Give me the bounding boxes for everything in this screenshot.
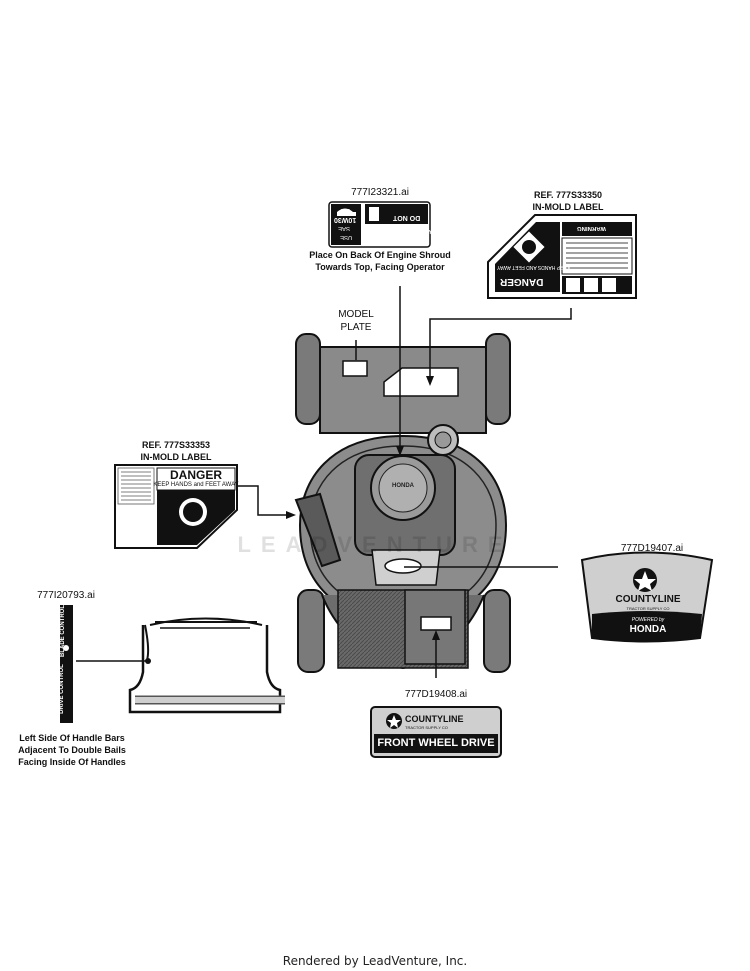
model-plate-spot <box>342 360 368 377</box>
front-wheel-drive-decal <box>370 706 502 758</box>
handle-decal-drive: DRIVE CONTROL <box>58 664 65 714</box>
engine-brand: HONDA <box>392 483 414 489</box>
handle-decal-blade: BLADE CONTROL <box>60 605 66 657</box>
decal-d19408-brand-sub: TRACTOR SUPPLY CO <box>405 725 448 730</box>
handle-note-line2: Adjacent To Double Bails <box>18 745 126 755</box>
right-label-spot <box>383 367 459 397</box>
watermark: LEADVENTURE <box>237 532 513 557</box>
engine-oil-decal <box>328 201 431 248</box>
front-decal-spot <box>384 558 422 574</box>
engine-decal-text3: USE <box>340 234 353 240</box>
engine-decal-text5: 10W30 <box>334 216 357 223</box>
handle-note-line1: Left Side Of Handle Bars <box>19 733 125 743</box>
decal-d19407-powered: POWERED by <box>631 617 665 623</box>
left-label-danger: DANGER <box>169 468 223 482</box>
side-deflector <box>294 492 342 568</box>
handle-bars <box>128 617 285 714</box>
fwd-decal-spot <box>420 616 452 631</box>
engine-decal-text4: SAE <box>338 225 351 231</box>
footer-credit: Rendered by LeadVenture, Inc. <box>282 954 468 968</box>
engine-decal-text6: OIL <box>341 207 351 213</box>
decal-d19408-drive: FRONT WHEEL DRIVE <box>377 737 495 749</box>
left-label-ref: REF. 777S33353 <box>141 440 211 450</box>
decal-d19407-brand: COUNTYLINE <box>615 594 681 605</box>
right-label-keep: KEEP HANDS AND FEET AWAY <box>497 264 570 270</box>
countyline-honda-decal <box>580 551 714 643</box>
right-label-sub: IN-MOLD LABEL <box>532 202 604 212</box>
decal-d19408-part: 777D19408.ai <box>404 689 468 700</box>
model-plate-line2: PLATE <box>340 322 372 333</box>
right-danger-label <box>487 214 637 299</box>
engine-decal-text1: TO AVOID ENGINE DAMAGE <box>373 228 441 234</box>
decal-d19407-part: 777D19407.ai <box>620 543 684 554</box>
engine-decal-desc-line2: Towards Top, Facing Operator <box>315 262 445 272</box>
right-label-ref: REF. 777S33350 <box>533 190 603 200</box>
left-label-keep: KEEP HANDS and FEET AWAY <box>153 482 239 488</box>
front-right-wheel <box>483 589 511 673</box>
handle-control-decal <box>60 605 73 723</box>
leader-lines <box>76 286 572 678</box>
decal-d19407-brand-sub: TRACTOR SUPPLY CO <box>626 606 670 611</box>
model-plate-line1: MODEL <box>338 309 374 320</box>
left-danger-label <box>114 464 238 549</box>
rear-right-wheel <box>485 333 511 425</box>
right-label-danger: DANGER <box>500 276 544 287</box>
handle-note-line3: Facing Inside Of Handles <box>18 757 126 767</box>
front-left-wheel <box>297 589 325 673</box>
rear-left-wheel <box>295 333 321 425</box>
handle-decal-part: 777I20793.ai <box>37 590 95 601</box>
engine-decal-desc-line1: Place On Back Of Engine Shroud <box>309 250 451 260</box>
decal-d19408-brand: COUNTYLINE <box>405 714 464 724</box>
decal-d19407-honda: HONDA <box>629 624 667 635</box>
left-label-sub: IN-MOLD LABEL <box>140 452 212 462</box>
engine-decal-text2: DO NOT <box>393 214 421 221</box>
right-label-warning: WARNING <box>577 225 606 231</box>
engine-decal-part-number: 777I23321.ai <box>351 187 409 198</box>
